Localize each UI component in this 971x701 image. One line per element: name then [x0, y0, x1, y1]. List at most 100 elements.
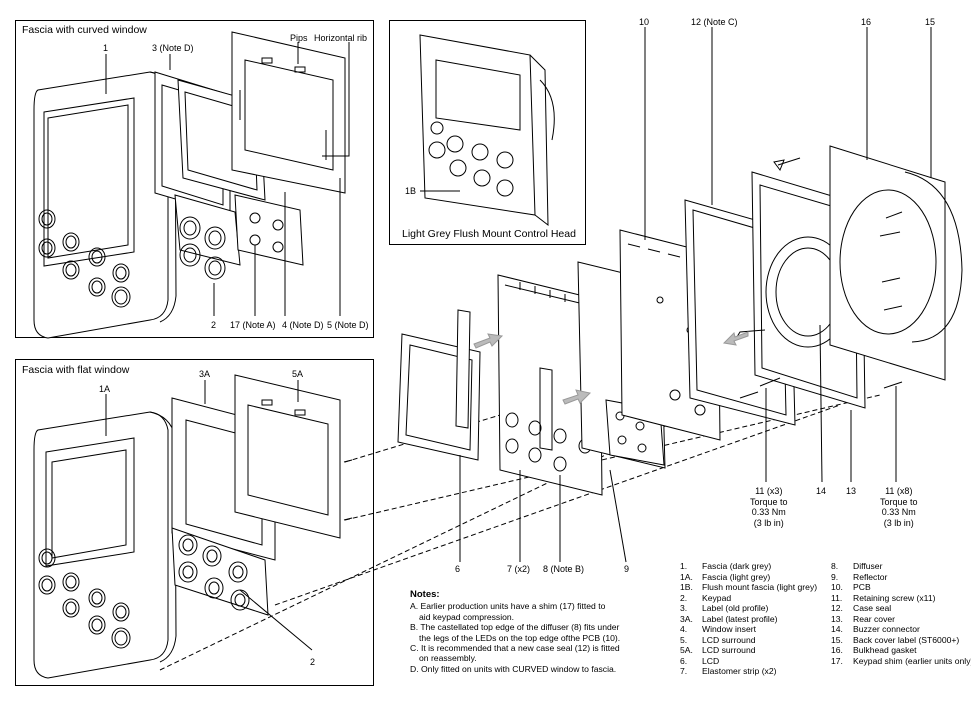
part-number: 5A. [680, 645, 693, 655]
part-desc: LCD surround [702, 645, 756, 655]
parts-list-right: 8. Diffuser 9.Reflector 10. PCB 11. Retaini… [831, 561, 971, 666]
part-number: 16. [831, 645, 843, 655]
flush-panel-title: Light Grey Flush Mount Control Head [402, 228, 576, 240]
part-row: 5.LCD surround [680, 635, 817, 646]
part-desc: LCD [702, 655, 720, 666]
callout-11-x8-line1: 11 (x8) [885, 486, 913, 496]
part-row: 14. Buzzer connector [831, 624, 971, 635]
part-number: 3A. [680, 613, 693, 624]
part-row: 11. Retaining screw (x11) [831, 593, 971, 604]
part-desc: Window insert [702, 624, 756, 634]
part-desc: Flush mount fascia (light grey) [702, 582, 818, 592]
notes-block: Notes: A. Earlier production units have … [410, 589, 670, 674]
callout-11-x8-line2: Torque to [880, 496, 918, 507]
part-desc: Rear cover [853, 613, 896, 624]
part-number: 10. [831, 582, 843, 592]
callout-11-x3-line1: 11 (x3) [755, 486, 783, 496]
part-desc: Label (latest profile) [702, 613, 778, 624]
callout-11-x8-line4: (3 lb in) [883, 517, 914, 528]
note-d-line1: D. Only fitted on units with CURVED wind… [410, 663, 617, 674]
part-desc: Diffuser [853, 561, 883, 571]
callout-5: 5 (Note D) [327, 320, 369, 330]
part-row: 3A. Label (latest profile) [680, 614, 817, 625]
callout-2: 2 [211, 320, 217, 330]
part-row: 4. Window insert [680, 624, 817, 635]
callout-11-x3-line4: (3 lb in) [753, 517, 784, 528]
callout-13: 13 [846, 486, 857, 496]
part-row: 3.Label (old profile) [680, 603, 817, 614]
part-desc: PCB [853, 582, 871, 592]
callout-7: 7 (x2) [507, 564, 531, 574]
part-number: 1A. [680, 571, 693, 582]
callout-1b: 1B [405, 186, 417, 196]
callout-3a: 3A [199, 369, 211, 379]
part-desc: Keypad shim (earlier units only) [853, 655, 971, 666]
callout-1: 1 [103, 43, 109, 53]
curved-window-panel [15, 20, 374, 338]
note-a-line2: aid keypad compression. [419, 611, 515, 622]
part-number: 1B. [680, 582, 693, 592]
note-d: D. Only fitted on units with CURVED wind… [410, 664, 670, 674]
part-desc: Elastomer strip (x2) [702, 666, 777, 676]
part-number: 11. [831, 592, 843, 603]
callout-14: 14 [816, 486, 827, 496]
note-b-line2: the legs of the LEDs on the top edge oft… [419, 632, 621, 643]
rear-cover-13 [734, 171, 866, 409]
part-row: 1B. Flush mount fascia (light grey) [680, 582, 817, 593]
callout-15: 15 [925, 17, 936, 27]
callout-11-x3-line2: Torque to [750, 496, 788, 507]
callout-3: 3 (Note D) [152, 43, 194, 53]
curved-panel-title: Fascia with curved window [22, 24, 147, 36]
note-a: A. Earlier production units have a shim … [410, 601, 670, 622]
callout-5a: 5A [292, 369, 304, 379]
parts-list-left: 1.Fascia (dark grey) 1A.Fascia (light gr… [680, 561, 817, 677]
callout-11-x3-line3: 0.33 Nm [751, 507, 786, 517]
notes-heading: Notes: [410, 589, 440, 600]
part-row: 12.Case seal [831, 603, 971, 614]
part-row: 13. Rear cover [831, 614, 971, 625]
part-desc: Buzzer connector [853, 624, 920, 634]
part-number: 8. [831, 561, 839, 571]
part-row: 6. LCD [680, 656, 817, 667]
part-number: 6. [680, 655, 688, 666]
callout-9: 9 [624, 564, 630, 574]
part-desc: Bulkhead gasket [853, 645, 917, 655]
part-number: 2. [680, 592, 688, 603]
part-number: 17. [831, 655, 843, 666]
callout-4: 4 (Note D) [282, 320, 324, 330]
direction-arrows [473, 331, 749, 405]
note-b: B. The castellated top edge of the diffu… [410, 622, 670, 643]
part-row: 2. Keypad [680, 593, 817, 604]
flat-window-panel [15, 359, 374, 686]
part-desc: Label (old profile) [702, 603, 769, 613]
part-number: 15. [831, 634, 843, 645]
part-row: 16. Bulkhead gasket [831, 645, 971, 656]
pcb-frame-7 [497, 274, 603, 496]
gasket-16 [829, 145, 946, 381]
callout-10: 10 [639, 17, 650, 27]
callout-8: 8 (Note B) [543, 564, 585, 574]
flush-mount-panel [389, 20, 586, 245]
back-label-15 [904, 171, 963, 343]
part-number: 12. [831, 603, 843, 613]
part-desc: Keypad [702, 592, 732, 603]
part-desc: Retaining screw (x11) [853, 592, 936, 603]
part-row: 7.Elastomer strip (x2) [680, 666, 817, 677]
note-c: C. It is recommended that a new case sea… [410, 643, 670, 664]
note-a-line1: A. Earlier production units have a shim … [410, 601, 606, 612]
part-row: 9.Reflector [831, 572, 971, 583]
part-number: 14. [831, 624, 843, 634]
part-number: 5. [680, 634, 688, 645]
note-c-line1: C. It is recommended that a new case sea… [410, 643, 620, 654]
part-desc: Reflector [853, 571, 888, 582]
callout-17: 17 (Note A) [230, 320, 276, 330]
part-row: 15. Back cover label (ST6000+) [831, 635, 971, 646]
part-number: 4. [680, 624, 688, 634]
callout-horizontal-rib: Horizontal rib [314, 33, 368, 43]
flat-panel-title: Fascia with flat window [22, 364, 130, 376]
part-number: 13. [831, 613, 843, 624]
lcd-6 [397, 309, 481, 461]
part-desc: Back cover label (ST6000+) [853, 634, 960, 645]
callout-6: 6 [455, 564, 461, 574]
part-row: 8. Diffuser [831, 561, 971, 572]
